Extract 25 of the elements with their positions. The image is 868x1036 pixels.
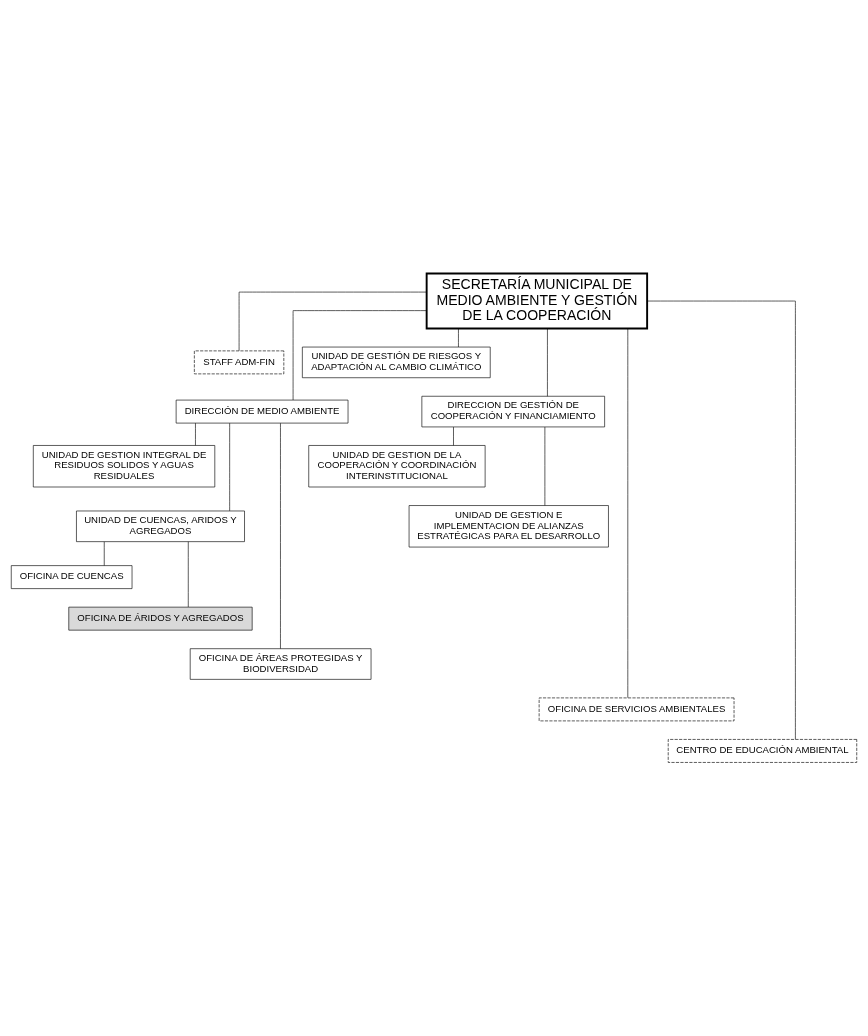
connector (103, 541, 105, 566)
connector (238, 291, 427, 352)
node-box: DIRECCIÓN DE MEDIO AMBIENTE (175, 399, 349, 424)
connector (544, 426, 546, 506)
connector (547, 328, 548, 397)
node-box: CENTRO DE EDUCACIÓN AMBIENTAL (667, 739, 858, 763)
node-box: OFICINA DE ÁREAS PROTEGIDAS Y BIODIVERSIDAD (189, 648, 372, 680)
node-box: OFICINA DE ÁRIDOS Y AGREGADOS (68, 606, 253, 631)
node-box: UNIDAD DE GESTION INTEGRAL DE RESIDUOS SOLIDOS Y AGUAS RESIDUALES (33, 445, 216, 488)
connector (292, 310, 427, 401)
connector (627, 328, 629, 699)
node-box: SECRETARÍA MUNICIPAL DE MEDIO AMBIENTE Y GESTIÓN DE LA COOPERACIÓN (425, 272, 649, 330)
connector (195, 422, 196, 446)
node-box: UNIDAD DE GESTION E IMPLEMENTACION DE ALIANZAS ESTRATÉGICAS PARA EL DESARROLLO (408, 505, 609, 548)
node-box: UNIDAD DE GESTIÓN DE RIESGOS Y ADAPTACIÓN AL CAMBIO CLIMÁTICO (302, 346, 491, 379)
node-box: STAFF ADM-FIN (194, 350, 285, 375)
connector (458, 328, 459, 348)
connector (453, 426, 454, 446)
connector (646, 300, 796, 740)
node-box: UNIDAD DE GESTION DE LA COOPERACIÓN Y COORDINACIÓN INTERINSTITUCIONAL (308, 445, 486, 488)
node-box: OFICINA DE SERVICIOS AMBIENTALES (538, 697, 735, 722)
node-box: UNIDAD DE CUENCAS, ARIDOS Y AGREGADOS (76, 510, 245, 542)
connector (280, 422, 281, 649)
node-box: OFICINA DE CUENCAS (10, 565, 133, 589)
node-box: DIRECCION DE GESTIÓN DE COOPERACIÓN Y FINANCIAMIENTO (421, 395, 605, 428)
